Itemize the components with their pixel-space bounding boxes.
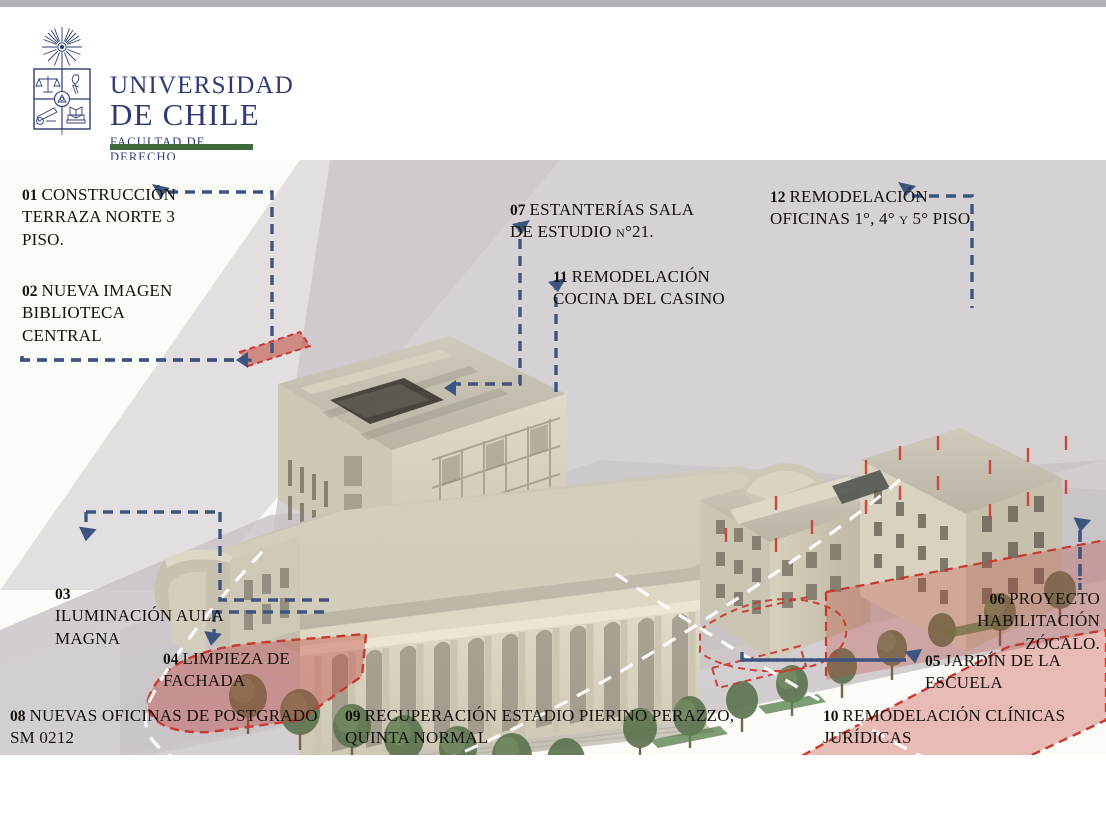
coat-of-arms-icon [33,27,91,135]
wordmark-line-2: DE CHILE [110,97,260,132]
callout-07: 07 ESTANTERÍAS SALA DE ESTUDIO n°21. [510,199,720,244]
callout-01-number: 01 [22,187,38,204]
callout-01-text: CONSTRUCCIÓN TERRAZA NORTE 3 PISO. [22,185,177,249]
callout-05-text: JARDÍN DE LA ESCUELA [925,651,1061,693]
callout-03-text: ILUMINACIÓN AULA MAGNA [55,606,223,648]
callout-03-number: 03 [55,586,71,603]
green-rule [110,144,253,150]
callout-08: 08 NUEVAS OFICINAS DE POSTGRADO SM 0212 [10,705,340,750]
callout-10: 10 REMODELACIÓN CLÍNICAS JURÍDICAS [823,705,1093,750]
callout-04-text: LIMPIEZA DE FACHADA [163,649,290,691]
callout-09-number: 09 [345,708,361,725]
callout-02-number: 02 [22,283,38,300]
callout-09-text: RECUPERACIÓN ESTADIO PIERINO PERAZZO, QU… [345,706,735,748]
callout-07-text: ESTANTERÍAS SALA DE ESTUDIO n°21. [510,200,694,242]
callout-04-number: 04 [163,651,179,668]
intervention-zones [146,330,1106,755]
callout-10-number: 10 [823,708,839,725]
callout-11-number: 11 [553,269,568,286]
building-main-colonnade [154,466,860,755]
callout-11-text: REMODELACIÓN COCINA DEL CASINO [553,267,725,309]
callout-12-text: REMODELACIÓN OFICINAS 1°, 4° y 5° PISO [770,187,971,229]
white-guide-lines [144,478,923,755]
callout-02: 02 NUEVA IMAGEN BIBLIOTECA CENTRAL [22,280,207,347]
university-wordmark: UNIVERSIDAD DE CHILE FACULTAD DE DERECHO [110,72,295,165]
callout-06-number: 06 [989,591,1005,608]
callout-03: 03 ILUMINACIÓN AULA MAGNA [55,585,225,650]
leader-arrowheads [78,182,1092,664]
callout-08-text: NUEVAS OFICINAS DE POSTGRADO SM 0212 [10,706,318,748]
callout-12-number: 12 [770,189,786,206]
callout-07-number: 07 [510,202,526,219]
wordmark-line-1: UNIVERSIDAD [110,72,295,99]
architectural-render [0,160,1106,755]
callout-02-text: NUEVA IMAGEN BIBLIOTECA CENTRAL [22,281,173,345]
callout-01: 01 CONSTRUCCIÓN TERRAZA NORTE 3 PISO. [22,184,202,251]
top-accent-band [0,0,1106,7]
university-logo: UNIVERSIDAD DE CHILE FACULTAD DE DERECHO [24,25,293,164]
callout-06-text: PROYECTO HABILITACIÓN ZÓCALO. [977,589,1100,653]
callout-05: 05 JARDÍN DE LA ESCUELA [925,650,1100,695]
callout-10-text: REMODELACIÓN CLÍNICAS JURÍDICAS [823,706,1066,748]
callout-08-number: 08 [10,708,26,725]
callout-06: 06 PROYECTO HABILITACIÓN ZÓCALO. [910,588,1100,655]
header: UNIVERSIDAD DE CHILE FACULTAD DE DERECHO [0,7,1106,164]
callout-05-number: 05 [925,653,941,670]
callout-09: 09 RECUPERACIÓN ESTADIO PIERINO PERAZZO,… [345,705,775,750]
callout-12: 12 REMODELACIÓN OFICINAS 1°, 4° y 5° PIS… [770,186,985,231]
callout-11: 11 REMODELACIÓN COCINA DEL CASINO [553,266,753,311]
callout-04: 04 LIMPIEZA DE FACHADA [163,648,343,693]
street-trees [229,571,1076,755]
